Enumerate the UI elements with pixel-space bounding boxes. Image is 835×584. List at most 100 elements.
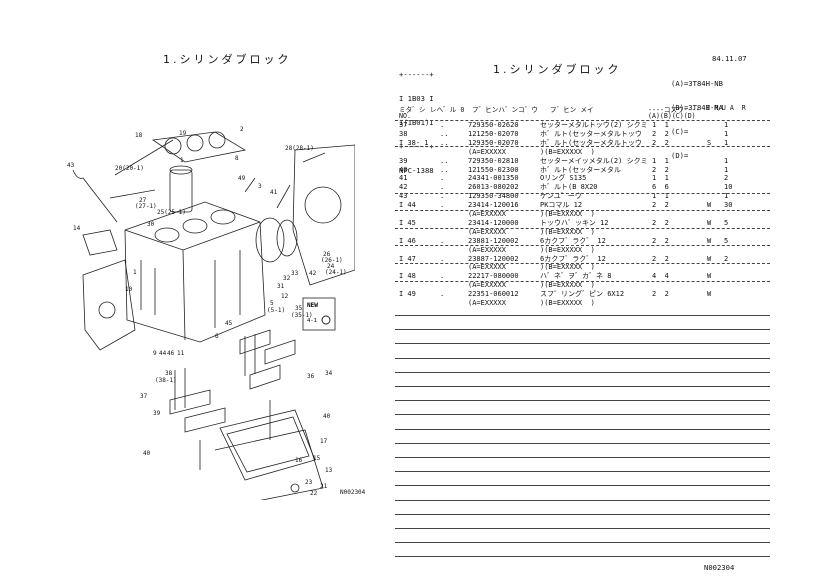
svg-text:6: 6 xyxy=(215,333,219,340)
figure-code: N002304 xyxy=(340,489,366,496)
cell-qty: 2 2 xyxy=(652,129,669,138)
cell-name: セッターメタルトッウ(2) シクミ xyxy=(540,121,648,129)
ruled-line xyxy=(395,428,770,430)
ruled-line xyxy=(395,400,770,402)
row-underline xyxy=(395,245,770,246)
cell-qty: 6 6 xyxy=(652,183,669,192)
row-underline xyxy=(395,263,770,264)
ruled-line xyxy=(395,357,770,359)
cell-name: ホ゛ルト(B 8X20 xyxy=(540,183,598,192)
cell-no: I 38- 1 xyxy=(399,138,429,147)
svg-text:(27-1): (27-1) xyxy=(135,203,157,210)
cell-no: I 47 xyxy=(399,254,416,263)
svg-text:35: 35 xyxy=(295,305,303,312)
cell-no: 37 xyxy=(399,121,408,129)
cell-name: )(B=EXXXXX ) xyxy=(540,227,595,236)
cell-no: I 48 xyxy=(399,272,416,281)
col-qty: ----コスウ---- xyxy=(648,106,700,114)
cell-ar: 1 xyxy=(724,121,729,129)
svg-text:19: 19 xyxy=(179,130,187,137)
ruled-line xyxy=(395,513,770,515)
cell-qty: 2 2 xyxy=(652,290,669,299)
ruled-line xyxy=(395,343,770,345)
cell-qty: 1 1 xyxy=(652,156,669,165)
cell-no: 43 xyxy=(399,192,408,201)
svg-text:4-1: 4-1 xyxy=(307,318,317,324)
svg-text:27: 27 xyxy=(139,197,147,204)
svg-text:30: 30 xyxy=(147,221,155,228)
cell-name: 6カクフ゛ラク゛ 12 xyxy=(540,236,606,245)
svg-text:31: 31 xyxy=(277,283,285,290)
ruled-line xyxy=(395,542,770,544)
cell-pn: (A=EXXXXX xyxy=(468,299,506,307)
cell-lv: . xyxy=(440,236,445,245)
cell-lv: . xyxy=(440,254,445,263)
cell-no: 38 xyxy=(399,129,408,138)
cell-pn: 22351-060012 xyxy=(468,290,519,299)
svg-text:22: 22 xyxy=(310,490,318,497)
page-code: N002304 xyxy=(704,563,735,572)
cell-qty: 2 2 xyxy=(652,254,669,263)
cell-ar: 1 xyxy=(724,192,729,201)
svg-text:12: 12 xyxy=(281,293,289,300)
cell-name: )(B=EXXXXX ) xyxy=(540,147,595,156)
svg-text:24: 24 xyxy=(327,263,335,270)
ruled-line xyxy=(395,471,770,473)
cell-name: )(B=EXXXXX ) xyxy=(540,245,595,254)
cell-lv: .. xyxy=(440,156,449,165)
cell-lv: .. xyxy=(440,129,449,138)
cell-pn: (A=EXXXXX xyxy=(468,210,506,218)
cell-name: スフ゜リング゛ピン 6X12 xyxy=(540,290,625,299)
svg-text:33: 33 xyxy=(291,270,299,277)
svg-text:11: 11 xyxy=(177,350,185,357)
cell-pn: 729350-02620 xyxy=(468,121,519,129)
svg-text:2: 2 xyxy=(240,126,244,133)
cell-flag: W xyxy=(707,236,712,245)
cell-pn: 22217-080000 xyxy=(468,272,519,281)
svg-text:15: 15 xyxy=(313,455,321,462)
cell-pn: 129350-02070 xyxy=(468,138,519,147)
cell-ar: 1 xyxy=(724,129,729,138)
svg-text:9: 9 xyxy=(153,350,157,357)
svg-text:NEW: NEW xyxy=(307,302,318,309)
cell-no: I 44 xyxy=(399,201,416,210)
svg-text:8: 8 xyxy=(235,155,239,162)
cell-name: 6カクフ゛ラク゛ 12 xyxy=(540,254,606,263)
cell-flag: W xyxy=(707,218,712,227)
cell-lv: . xyxy=(440,174,445,183)
col-level: レヘ゛ル 0 xyxy=(430,106,465,114)
cell-name: セッターメイッメタル(2) シクミ xyxy=(540,156,648,165)
cell-no: I 46 xyxy=(399,236,416,245)
cell-no: 41 xyxy=(399,174,408,183)
svg-text:20(20-1): 20(20-1) xyxy=(115,165,144,172)
cell-qty: 2 2 xyxy=(652,236,669,245)
cell-pn: 129350-34800 xyxy=(468,192,519,201)
col-flags: I P/U A R xyxy=(706,104,746,112)
ruled-line xyxy=(395,329,770,331)
svg-text:14: 14 xyxy=(73,225,81,232)
cell-ar: 5 xyxy=(724,218,729,227)
ruled-line xyxy=(395,457,770,458)
cell-qty: 4 4 xyxy=(652,272,669,281)
cell-pn: 24341-001350 xyxy=(468,174,519,183)
row-underline xyxy=(395,210,770,211)
svg-text:13: 13 xyxy=(325,467,333,474)
cell-qty: 1 1 xyxy=(652,121,669,129)
svg-text:(35-1): (35-1) xyxy=(291,312,313,319)
cell-lv: . xyxy=(440,272,445,281)
cell-ar: 10 xyxy=(724,183,733,192)
cell-name: )(B=EXXXXX ) xyxy=(540,299,595,307)
svg-text:16: 16 xyxy=(295,457,303,464)
ruled-line xyxy=(395,386,770,387)
row-underline xyxy=(395,120,770,121)
cell-lv: . xyxy=(440,290,445,299)
svg-text:(26-1): (26-1) xyxy=(321,257,343,264)
cell-ar: 2 xyxy=(724,174,729,183)
col-qty-sub: (A)(B)(C)(D) xyxy=(648,112,696,120)
cell-name: )(B=EXXXXX ) xyxy=(540,210,595,218)
cell-pn: 121250-02070 xyxy=(468,129,519,138)
cell-lv: .. xyxy=(440,138,449,147)
cell-name: ハ゛ネ゛ヲ゛カ゛ネ 8 xyxy=(540,272,612,281)
cell-pn: 729350-02810 xyxy=(468,156,519,165)
svg-text:25(25-1): 25(25-1) xyxy=(157,209,186,216)
